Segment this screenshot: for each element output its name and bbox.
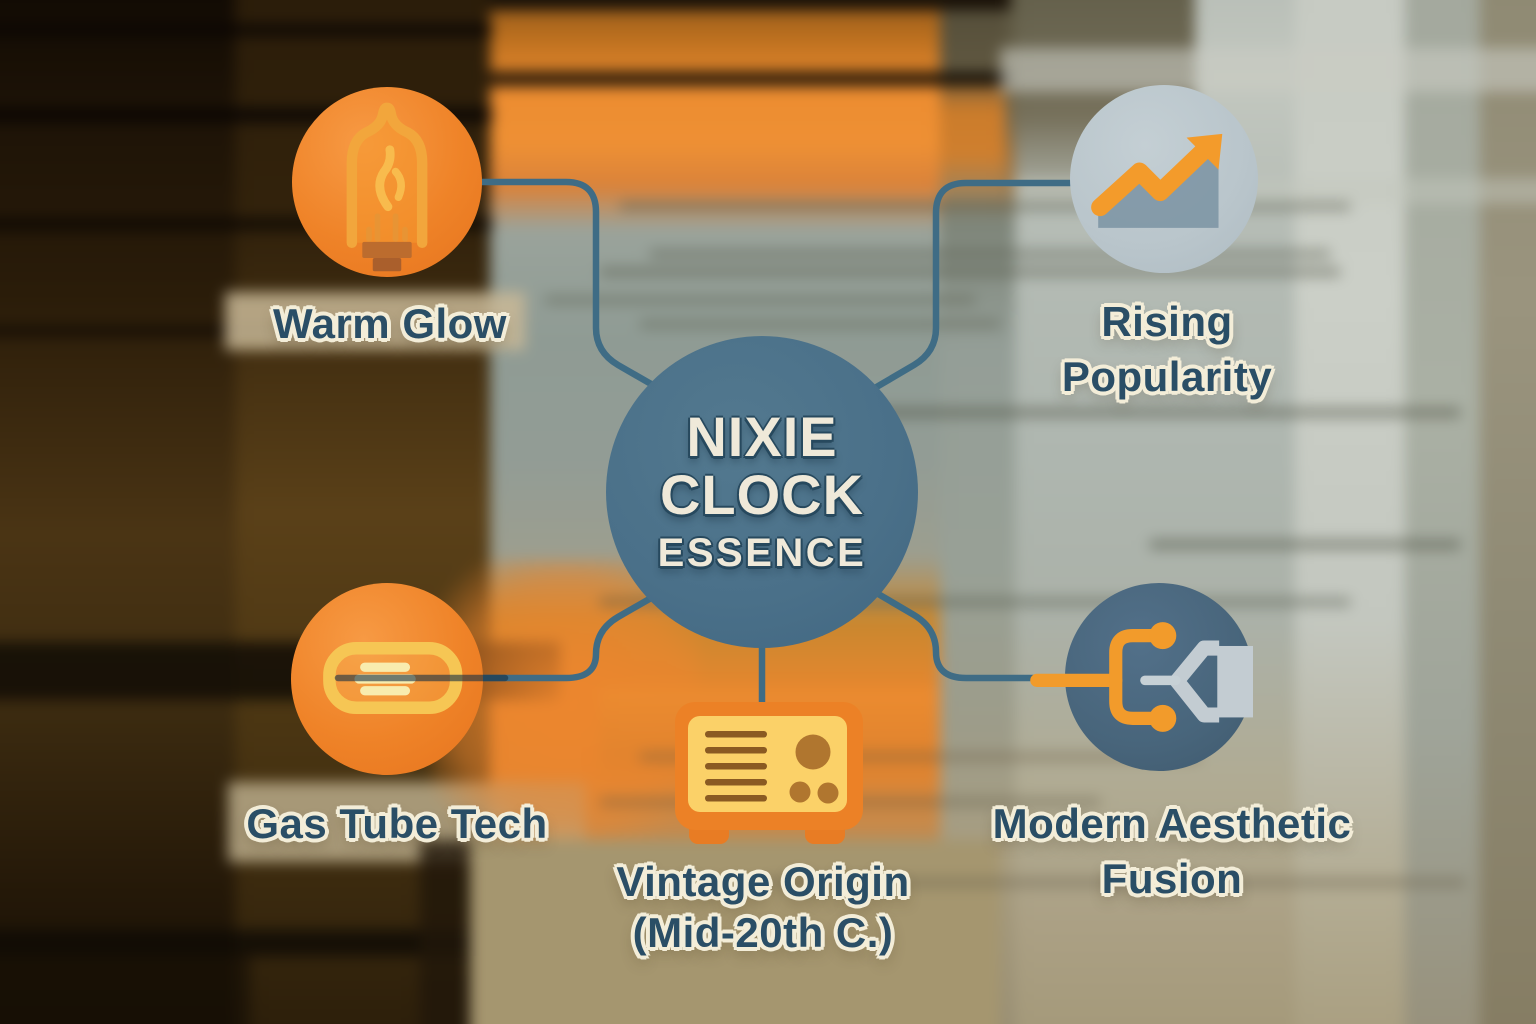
background-patch — [0, 955, 250, 1024]
background-column — [1295, 0, 1405, 1024]
connector-rising-popularity — [864, 179, 1094, 396]
radio-knob-small — [789, 781, 811, 803]
gas-discharge-tube-icon — [323, 642, 463, 715]
label-text-line2: Fusion — [1101, 855, 1243, 902]
label-text-line2: Popularity — [1061, 353, 1273, 400]
background-stripe — [490, 72, 1010, 86]
background-streak — [545, 296, 975, 304]
central-title-line3: ESSENCE — [657, 531, 867, 575]
radio-knob-large — [795, 734, 831, 770]
background-patch — [225, 292, 525, 350]
background-patch — [470, 840, 1000, 1024]
background-streak — [600, 268, 1340, 276]
background-streak — [640, 753, 1200, 761]
radio-knob-small — [817, 782, 839, 804]
background-column — [1405, 0, 1480, 1024]
label-warm-glow: Warm Glow — [140, 296, 640, 351]
label-gas-tube: Gas Tube Tech — [147, 796, 647, 851]
label-text-line2: (Mid-20th C.) — [632, 909, 894, 956]
node-rising-popularity — [1070, 85, 1258, 273]
background-streak — [765, 878, 1465, 887]
background-streak — [780, 408, 1460, 417]
background-streak — [1150, 540, 1460, 549]
background-streak — [600, 598, 1350, 606]
background-stripe — [0, 24, 492, 36]
circuit-pen-fusion-icon — [1030, 622, 1253, 732]
connector-gas-tube — [444, 586, 669, 682]
label-text-line1: Modern Aesthetic — [992, 800, 1352, 847]
background-stripe — [490, 0, 1010, 10]
connector-modern-fusion — [864, 584, 1084, 682]
node-gas-tube — [291, 583, 483, 775]
background-column — [0, 0, 235, 1024]
label-vintage-origin: Vintage Origin (Mid-20th C.) — [513, 856, 1013, 958]
node-modern-fusion — [1030, 583, 1253, 771]
vintage-radio-icon — [675, 702, 863, 844]
central-node: NIXIE CLOCK ESSENCE — [606, 336, 918, 648]
label-text-line1: Vintage Origin — [616, 858, 910, 905]
background-column — [1480, 0, 1536, 1024]
background-streak — [1000, 48, 1536, 92]
connector-warm-glow — [436, 178, 669, 396]
label-modern-fusion: Modern Aesthetic Fusion — [922, 796, 1422, 906]
background-streak — [650, 250, 1330, 258]
central-title-line1: NIXIE — [686, 405, 838, 468]
background-streak — [640, 320, 1000, 328]
background-streak — [620, 202, 1350, 210]
background-patch — [420, 840, 470, 1024]
label-text: Gas Tube Tech — [246, 800, 548, 847]
node-warm-glow — [292, 87, 482, 277]
trend-up-chart-icon — [1091, 133, 1223, 228]
central-title-line2: CLOCK — [659, 463, 865, 526]
label-text-line1: Rising — [1101, 298, 1233, 345]
label-rising-popularity: Rising Popularity — [917, 294, 1417, 404]
nixie-tube-bulb-icon — [346, 102, 428, 272]
label-text: Warm Glow — [273, 300, 507, 347]
